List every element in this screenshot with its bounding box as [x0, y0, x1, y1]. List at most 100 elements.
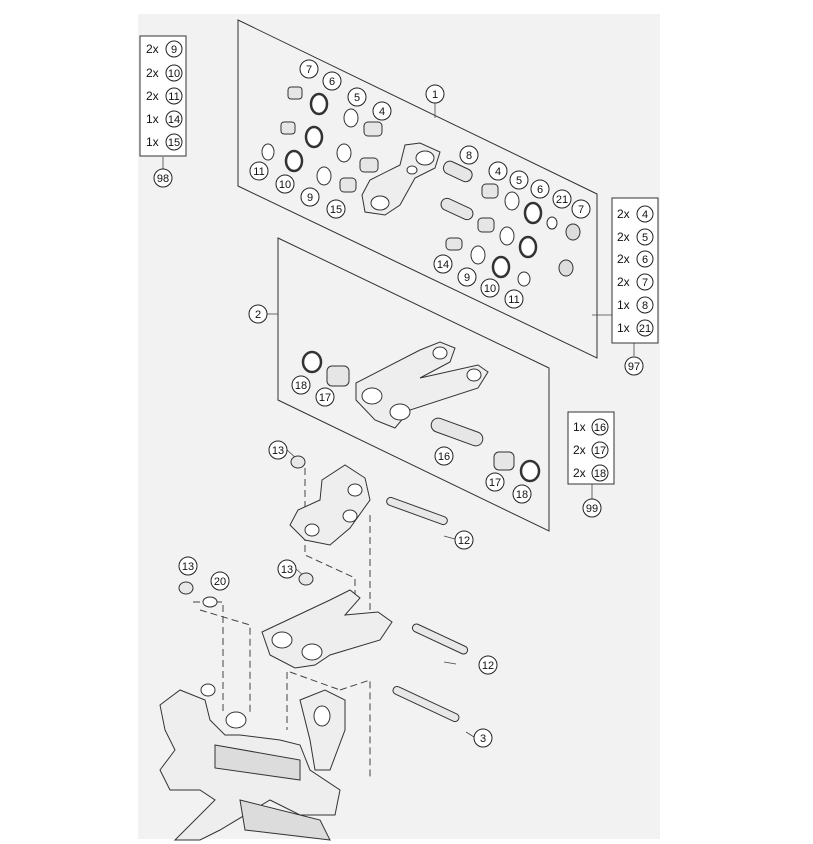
- kit-id-98[interactable]: 98: [153, 168, 173, 188]
- callout-15[interactable]: 15: [326, 199, 346, 219]
- svg-text:10: 10: [279, 179, 291, 191]
- callout-17[interactable]: 17: [485, 472, 505, 492]
- svg-text:98: 98: [157, 173, 169, 185]
- kit-97-table: 2x 4 2x 5 2x 6 2x 7 1x 8 1x 21 97: [611, 197, 659, 376]
- callout-10[interactable]: 10: [275, 174, 295, 194]
- callout-5[interactable]: 5: [347, 87, 367, 107]
- svg-text:5: 5: [354, 92, 360, 104]
- svg-text:4: 4: [642, 209, 648, 221]
- callout-21[interactable]: 21: [552, 189, 572, 209]
- svg-text:2x: 2x: [146, 42, 159, 56]
- kit-panel-1: [237, 19, 598, 359]
- svg-text:15: 15: [168, 137, 180, 149]
- callout-8[interactable]: 8: [459, 145, 479, 165]
- callout-2[interactable]: 2: [248, 304, 268, 324]
- kit-98-table: 2x 9 2x 10 2x 11 1x 14 1x 15 98: [139, 35, 187, 188]
- kit-row: 2x 6: [617, 250, 654, 268]
- callout-14[interactable]: 14: [433, 254, 453, 274]
- svg-text:20: 20: [214, 576, 226, 588]
- svg-text:18: 18: [516, 489, 528, 501]
- svg-text:10: 10: [484, 283, 496, 295]
- svg-text:2x: 2x: [573, 443, 586, 457]
- svg-text:16: 16: [438, 451, 450, 463]
- callout-4[interactable]: 4: [372, 101, 392, 121]
- callout-10[interactable]: 10: [480, 278, 500, 298]
- kit-1-parts: [261, 86, 581, 287]
- svg-text:2x: 2x: [617, 230, 630, 244]
- callout-12[interactable]: 12: [454, 530, 474, 550]
- svg-text:11: 11: [168, 91, 179, 103]
- kit-row: 1x 21: [617, 319, 654, 337]
- svg-text:1x: 1x: [617, 321, 630, 335]
- svg-text:10: 10: [168, 68, 180, 80]
- callout-11[interactable]: 11: [249, 161, 269, 181]
- svg-text:7: 7: [306, 64, 312, 76]
- svg-text:7: 7: [642, 277, 648, 289]
- svg-text:3: 3: [480, 733, 486, 745]
- svg-text:2x: 2x: [617, 275, 630, 289]
- kit-row: 2x 17: [573, 441, 609, 459]
- svg-text:14: 14: [168, 114, 180, 126]
- kit-id-99[interactable]: 99: [582, 498, 602, 518]
- svg-text:9: 9: [307, 192, 313, 204]
- kit-row: 2x 10: [146, 64, 183, 82]
- svg-text:8: 8: [466, 150, 472, 162]
- callout-11[interactable]: 11: [504, 289, 524, 309]
- callout-13[interactable]: 13: [268, 440, 288, 460]
- lower-assembly: [159, 455, 469, 841]
- svg-text:1x: 1x: [146, 112, 159, 126]
- svg-text:21: 21: [556, 194, 568, 206]
- svg-text:13: 13: [281, 564, 293, 576]
- callout-16[interactable]: 16: [434, 446, 454, 466]
- svg-text:8: 8: [642, 300, 648, 312]
- callout-4[interactable]: 4: [488, 161, 508, 181]
- svg-text:1x: 1x: [617, 298, 630, 312]
- callout-7[interactable]: 7: [571, 199, 591, 219]
- svg-text:14: 14: [437, 259, 449, 271]
- callout-13[interactable]: 13: [277, 559, 297, 579]
- kit-row: 2x 18: [573, 464, 609, 482]
- callout-6[interactable]: 6: [530, 179, 550, 199]
- svg-text:9: 9: [171, 44, 177, 56]
- svg-text:16: 16: [594, 422, 606, 434]
- svg-text:2x: 2x: [617, 207, 630, 221]
- callout-3[interactable]: 3: [473, 728, 493, 748]
- svg-text:5: 5: [642, 232, 648, 244]
- kit-row: 1x 16: [573, 418, 609, 436]
- svg-text:12: 12: [482, 660, 494, 672]
- svg-text:2x: 2x: [146, 66, 159, 80]
- kit-id-97[interactable]: 97: [624, 356, 644, 376]
- callout-13[interactable]: 13: [178, 556, 198, 576]
- callout-5[interactable]: 5: [509, 170, 529, 190]
- kit-row: 2x 4: [617, 205, 654, 223]
- assembly-lines: [193, 468, 371, 780]
- svg-text:17: 17: [319, 392, 331, 404]
- kit-row: 1x 14: [146, 110, 183, 128]
- callout-18[interactable]: 18: [512, 484, 532, 504]
- callout-20[interactable]: 20: [210, 571, 230, 591]
- svg-text:1x: 1x: [146, 135, 159, 149]
- callout-18[interactable]: 18: [291, 375, 311, 395]
- callout-9[interactable]: 9: [457, 267, 477, 287]
- svg-text:97: 97: [628, 361, 640, 373]
- svg-text:11: 11: [508, 294, 519, 306]
- callout-6[interactable]: 6: [322, 71, 342, 91]
- callout-17[interactable]: 17: [315, 387, 335, 407]
- svg-text:18: 18: [295, 380, 307, 392]
- callout-7[interactable]: 7: [299, 59, 319, 79]
- svg-text:11: 11: [253, 166, 264, 178]
- svg-text:7: 7: [578, 204, 584, 216]
- svg-text:1: 1: [432, 89, 438, 101]
- svg-text:99: 99: [586, 503, 598, 515]
- callout-12[interactable]: 12: [478, 655, 498, 675]
- svg-text:17: 17: [594, 445, 606, 457]
- kit-row: 1x 15: [146, 133, 183, 151]
- svg-text:21: 21: [639, 323, 651, 335]
- callout-1[interactable]: 1: [425, 84, 445, 104]
- svg-text:6: 6: [537, 184, 543, 196]
- svg-text:1x: 1x: [573, 420, 586, 434]
- callout-9[interactable]: 9: [300, 187, 320, 207]
- svg-text:12: 12: [458, 535, 470, 547]
- svg-text:5: 5: [516, 175, 522, 187]
